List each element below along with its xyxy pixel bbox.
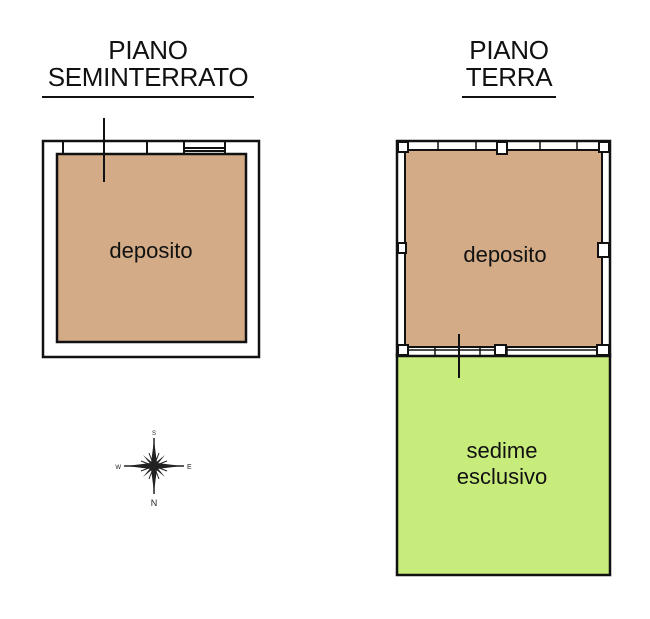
plan-title-terra: PIANO TERRA [462,37,556,98]
compass-west-label: W [115,465,121,471]
title-line-1: PIANO [108,35,188,65]
title-underline [42,96,254,98]
title-line-2: SEMINTERRATO [47,62,249,92]
title-underline [462,96,556,98]
pillars [397,141,610,356]
area-label-line-2: esclusivo [457,464,547,489]
compass-north-label: N [151,498,158,508]
top-wall-openings [62,141,226,154]
compass-south-label: S [152,431,156,437]
plan-title-seminterrato: PIANO SEMINTERRATO [42,37,254,98]
title-line-2: TERRA [465,62,553,92]
room-deposito [55,152,248,344]
room-label-deposito: deposito [463,242,546,267]
plan-seminterrato: deposito [41,118,261,359]
area-sedime-esclusivo [395,353,612,577]
top-wall-openings [437,141,578,150]
title-line-1: PIANO [469,35,549,65]
room-deposito [404,149,603,348]
area-label-line-1: sedime [467,438,538,463]
compass-east-label: E [187,464,192,471]
plan-terra: deposito sedime esclusivo [395,139,612,577]
room-label-deposito: deposito [109,238,192,263]
compass-rose-icon: S N E W [115,431,192,508]
